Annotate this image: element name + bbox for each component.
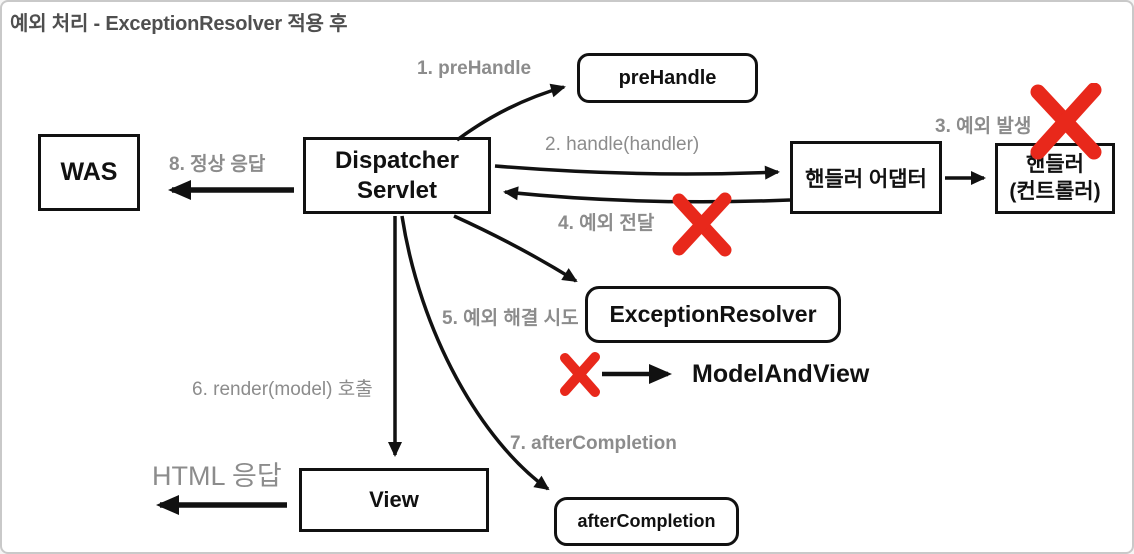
- label-step8: 8. 정상 응답: [169, 154, 266, 175]
- label-step1: 1. preHandle: [417, 58, 532, 79]
- label-step2: 2. handle(handler): [545, 134, 700, 155]
- label-step3: 3. 예외 발생: [935, 116, 1032, 137]
- label-step6: 6. render(model) 호출: [192, 379, 373, 400]
- node-after-completion-label: afterCompletion: [577, 511, 716, 531]
- dispatcher-line1: Dispatcher: [334, 146, 460, 174]
- node-handler-adapter-label: 핸들러 어댑터: [805, 167, 927, 191]
- error-x-icon-model-and-view: [560, 352, 600, 397]
- node-was: WAS: [38, 134, 140, 211]
- node-prehandle: preHandle: [577, 53, 758, 103]
- label-step7: 7. afterCompletion: [510, 433, 677, 454]
- model-and-view-text: ModelAndView: [692, 360, 870, 388]
- error-x-icon-exception-occurs: [1030, 83, 1102, 160]
- label-html-response: HTML 응답: [152, 461, 282, 491]
- node-exception-resolver: ExceptionResolver: [585, 286, 841, 343]
- arrow-step2-handle: [494, 164, 780, 180]
- arrow-step4-exception-return: [503, 186, 791, 204]
- node-handler-adapter: 핸들러 어댑터: [790, 141, 942, 214]
- node-after-completion: afterCompletion: [554, 497, 739, 546]
- node-was-label: WAS: [60, 158, 118, 186]
- handler-line2: (컨트롤러): [1009, 179, 1101, 203]
- label-step4: 4. 예외 전달: [558, 213, 655, 234]
- node-exception-resolver-label: ExceptionResolver: [609, 301, 817, 327]
- node-view: View: [299, 468, 489, 532]
- node-dispatcher-servlet: Dispatcher Servlet: [303, 137, 491, 214]
- dispatcher-line2: Servlet: [356, 176, 438, 204]
- node-view-label: View: [369, 487, 419, 512]
- diagram-title: 예외 처리 - ExceptionResolver 적용 후: [10, 13, 348, 35]
- label-step5: 5. 예외 해결 시도: [442, 308, 579, 329]
- arrow-step1-prehandle: [455, 83, 566, 142]
- error-x-icon-exception-pass: [672, 192, 732, 257]
- node-prehandle-label: preHandle: [618, 66, 717, 89]
